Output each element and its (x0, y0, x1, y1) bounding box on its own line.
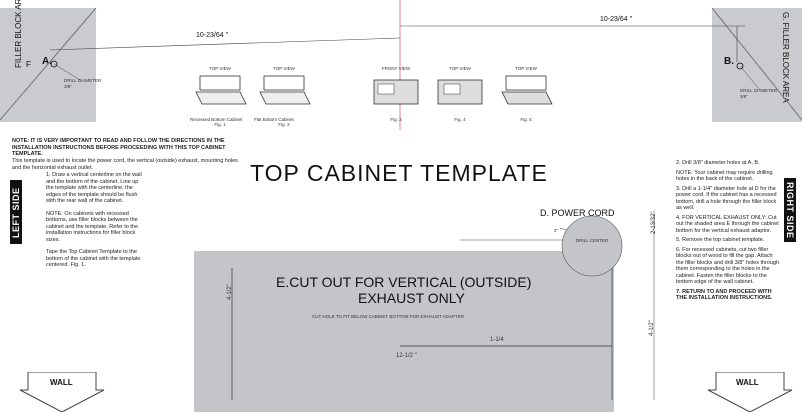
dim-left-label: 10-23/64 " (196, 32, 229, 39)
figure-3-title: FRONT VIEW (381, 66, 411, 71)
figure-2-label: Fig. 2 (278, 122, 290, 127)
page-title: TOP CABINET TEMPLATE (250, 160, 548, 186)
left-step: Tape the Top Cabinet Template to the bot… (46, 249, 141, 268)
left-step: 1. Draw a vertical centerline on the wal… (46, 172, 142, 204)
cutout-note: CUT HOLE TO FIT BELOW CABINET BOTTOM FOR… (312, 314, 464, 319)
dim-12: 12-1/2 " (396, 353, 417, 359)
wall-left-label: WALL (50, 378, 73, 387)
cutout-title-2: EXHAUST ONLY (358, 290, 465, 306)
figure-4-drawing (437, 79, 483, 104)
figure-3-label: Fig. 3 (390, 116, 402, 122)
right-step: NOTE: Your cabinet may require drilling … (676, 169, 773, 183)
figure-4: TOP VIEW Fig. 4 (430, 66, 490, 132)
figure-2-drawing (259, 75, 311, 104)
drill-right-label: DRILL DIAMETER 3/8" (740, 88, 778, 99)
figure-5-drawing (501, 75, 553, 104)
drill-left-label: DRILL DIAMETER 3/8" (64, 78, 102, 89)
dim-3: 2-13/32" (651, 211, 657, 234)
figure-5: TOP VIEW Fig. 5 (496, 66, 556, 132)
note-heading: NOTE: IT IS VERY IMPORTANT TO READ AND F… (12, 138, 226, 157)
dim-right-v: 4-1/2" (649, 320, 655, 336)
dim-quarter: 1-1/4 (490, 337, 504, 343)
figure-4-label: Fig. 4 (454, 116, 466, 122)
figure-2: TOP VIEW Flat Bottom Cabinet Fig. 2 (254, 66, 314, 132)
dim-right-label: 10-23/64 " (600, 16, 633, 23)
figure-3: FRONT VIEW Fig. 3 (366, 66, 426, 132)
figure-4-title: TOP VIEW (449, 66, 471, 71)
figure-5-title: TOP VIEW (515, 66, 537, 71)
figure-1-title: TOP VIEW (209, 66, 231, 71)
left-side-tab: LEFT SIDE (10, 180, 22, 244)
note-sub: This template is used to locate the powe… (12, 158, 238, 171)
vertical-exhaust-cutout (194, 251, 614, 412)
figure-5-label: Fig. 5 (520, 116, 532, 122)
left-step: NOTE: On cabinets with recessed bottoms,… (46, 210, 139, 243)
marker-a: A. (42, 56, 52, 67)
right-step: 3. Drill a 1-1/4" diameter hole at D for… (676, 185, 777, 212)
cutout-title-1: E.CUT OUT FOR VERTICAL (OUTSIDE) (276, 274, 532, 290)
figure-2-title: TOP VIEW (273, 66, 295, 71)
right-step: 6. For recessed cabinets, cut two filler… (676, 246, 780, 286)
marker-b: B. (724, 56, 734, 67)
left-steps: 1. Draw a vertical centerline on the wal… (46, 172, 146, 269)
wall-arrow-right (707, 372, 793, 412)
figure-2-caption: Flat Bottom Cabinet (254, 116, 294, 122)
top-guides (0, 0, 802, 130)
figure-1-drawing (195, 75, 247, 104)
right-step: 4. FOR VERTICAL EXHAUST ONLY: Cut out th… (676, 214, 779, 234)
right-step: 5. Remove the top cabinet template. (676, 237, 765, 243)
wall-right-label: WALL (736, 378, 759, 387)
right-step: 2. Drill 3/8" diameter holes at A, B. (676, 160, 760, 166)
wall-arrow-left (19, 372, 105, 412)
figure-1-label: Fig. 1 (214, 122, 226, 127)
marker-f: F (26, 60, 31, 69)
dim-2: 2" (554, 228, 559, 233)
right-step: 7. RETURN TO AND PROCEED WITH THE INSTAL… (676, 288, 773, 302)
figure-1: TOP VIEW Recessed Bottom Cabinet Fig. 1 (190, 66, 250, 132)
figure-1-caption: Recessed Bottom Cabinet (190, 116, 243, 122)
power-cord-label: D. POWER CORD (540, 208, 615, 218)
dim-half: 4-1/2" (227, 284, 233, 300)
right-steps: 2. Drill 3/8" diameter holes at A, B. NO… (676, 160, 780, 302)
right-side-tab: RIGHT SIDE (784, 178, 796, 242)
figure-3-drawing (373, 79, 419, 104)
drill-center-label: DRILL CENTER (575, 238, 609, 243)
